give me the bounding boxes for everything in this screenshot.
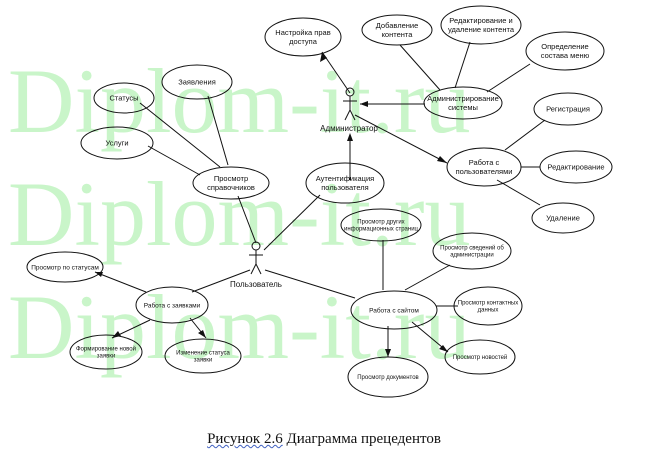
usecase-work-requests-label: Работа с заявками	[144, 301, 201, 309]
link-users-deletion	[496, 179, 541, 206]
usecase-registration	[533, 92, 603, 126]
usecase-work-users	[446, 147, 522, 187]
usecase-work-requests	[135, 286, 209, 324]
usecase-view-docs	[347, 356, 429, 398]
arrowhead-change	[198, 330, 206, 338]
usecase-edit-content	[440, 5, 522, 45]
actor-admin	[343, 87, 357, 121]
watermark: Diplom-it.ru Diplom-it.ru Diplom-it.ru	[8, 50, 471, 378]
usecase-statuses	[93, 82, 155, 114]
link-admin-edit	[454, 41, 471, 89]
usecase-work-site	[350, 290, 438, 330]
usecase-registration-label: Регистрация	[546, 105, 590, 114]
link-users-registration	[504, 119, 546, 151]
usecase-add-content	[361, 14, 433, 46]
arrowhead-auth-admin	[347, 133, 353, 141]
usecase-change-status	[164, 338, 242, 374]
actor-user	[249, 241, 263, 275]
usecase-applications	[161, 64, 233, 100]
actor-user-label: Пользователь	[230, 280, 282, 289]
usecase-access	[264, 17, 342, 57]
link-user-refs	[237, 195, 257, 244]
figure-caption: Рисунок 2.6 Диаграмма прецедентов	[0, 431, 648, 448]
arrowhead-bystatus	[95, 272, 103, 277]
usecase-view-refs	[192, 166, 270, 200]
link-refs-services	[147, 145, 201, 176]
usecase-new-request	[69, 334, 143, 370]
usecase-deletion	[531, 202, 595, 234]
link-user-requests	[191, 269, 251, 293]
link-refs-applications	[207, 95, 229, 166]
usecase-view-contacts	[453, 286, 523, 326]
link-admin-add	[399, 44, 441, 91]
use-case-ellipses	[26, 5, 613, 398]
link-user-site	[264, 269, 356, 299]
arrowhead-access	[320, 52, 327, 62]
link-user-auth	[263, 194, 321, 251]
link-admin-users	[354, 114, 448, 164]
arrowhead-news	[439, 345, 448, 352]
usecase-view-admin-info	[432, 232, 512, 270]
usecase-view-by-status	[26, 251, 104, 283]
arrowhead-users	[437, 156, 447, 163]
link-requests-bystatus	[94, 271, 147, 293]
link-admin-access	[321, 51, 351, 94]
usecase-services	[80, 126, 154, 160]
actor-admin-label: Администратор	[320, 124, 378, 133]
arrowhead-admin	[360, 101, 368, 107]
link-admin-menu	[486, 63, 531, 93]
usecase-view-news-label: Просмотр новостей	[453, 354, 508, 361]
watermark-line-1: Diplom-it.ru	[8, 50, 471, 152]
usecase-deletion-label: Удаление	[546, 214, 580, 223]
usecase-auth	[305, 162, 385, 204]
link-refs-statuses	[139, 102, 221, 168]
usecase-editing-label: Редактирование	[547, 163, 604, 172]
arrowhead-docs	[385, 349, 391, 357]
usecase-work-site-label: Работа с сайтом	[369, 306, 419, 314]
usecase-view-by-status-label: Просмотр по статусам	[31, 264, 99, 271]
usecase-view-docs-label: Просмотр документов	[357, 375, 419, 381]
usecase-view-pages	[340, 208, 422, 242]
connections	[94, 41, 546, 357]
usecase-applications-label: Заявления	[178, 78, 216, 87]
figure-caption-text: Диаграмма прецедентов	[286, 431, 441, 447]
usecase-editing	[539, 150, 613, 184]
figure-caption-number: Рисунок 2.6	[207, 431, 283, 447]
usecase-services-label: Услуги	[105, 139, 128, 148]
watermark-line-2: Diplom-it.ru	[8, 163, 471, 265]
usecase-administration	[423, 86, 503, 120]
usecase-define-menu	[525, 31, 605, 71]
link-site-admininfo	[404, 264, 451, 291]
usecase-statuses-label: Статусы	[109, 94, 138, 103]
usecase-view-news	[444, 339, 516, 375]
